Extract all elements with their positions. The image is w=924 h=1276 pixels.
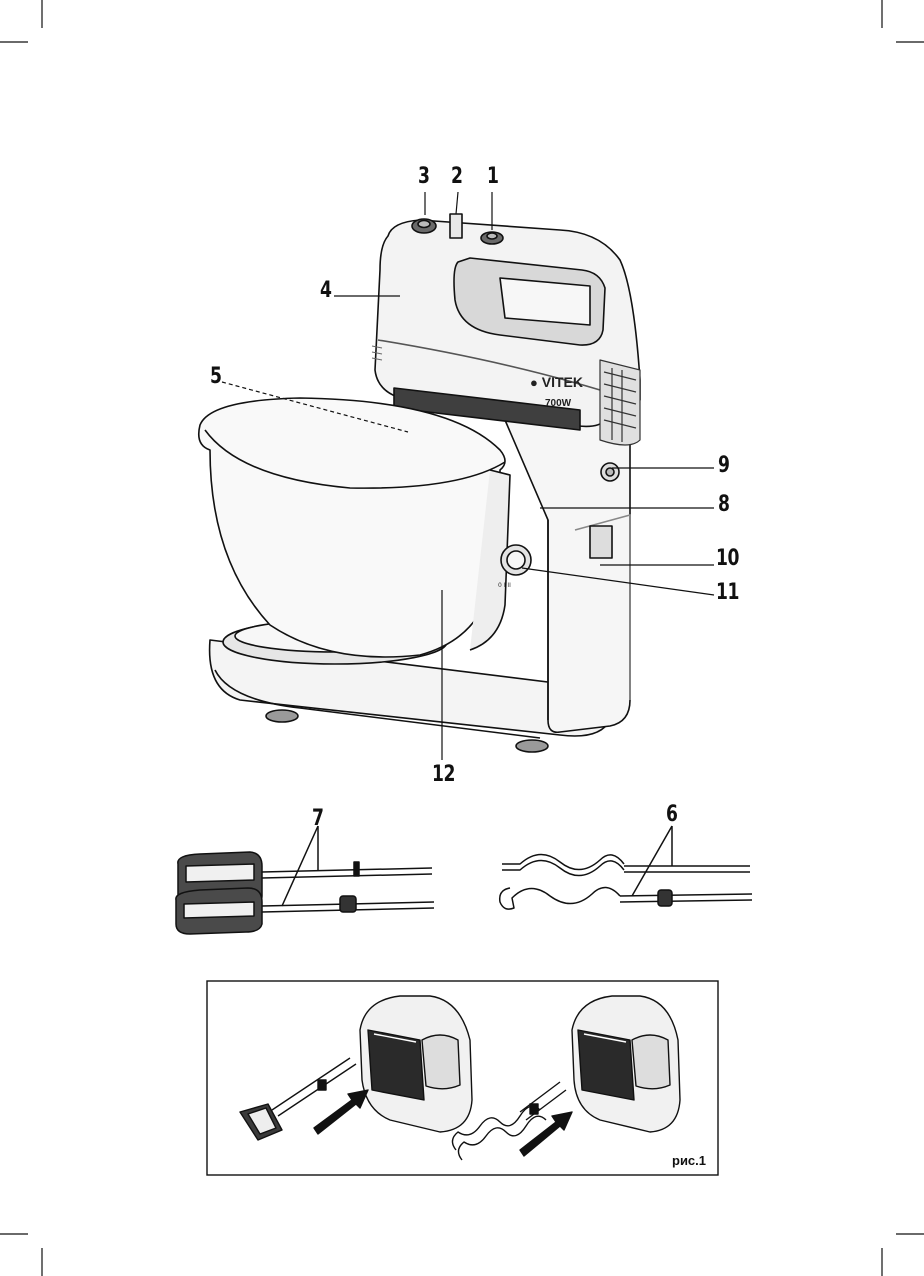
figure-caption: рис.1 bbox=[672, 1153, 706, 1168]
